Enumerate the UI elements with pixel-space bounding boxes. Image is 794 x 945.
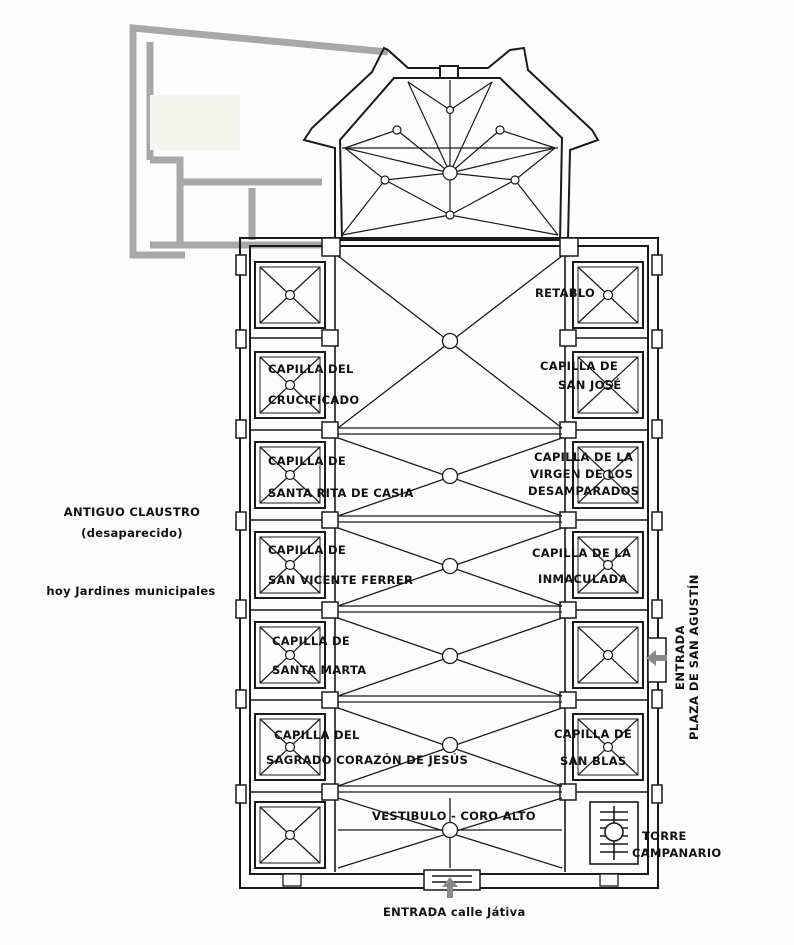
chapel-san-blas-label-1: CAPILLA DE — [554, 727, 633, 741]
apse-vault-ribs — [341, 80, 559, 236]
side-entrance-arrow-icon — [646, 650, 667, 666]
side-entrance-label-2: PLAZA DE SAN AGUSTÍN — [687, 574, 701, 740]
chapel-crucificado-label-1: CAPILLA DEL — [268, 362, 354, 376]
nave-piers — [321, 237, 579, 801]
tower-label-2: CAMPANARIO — [632, 846, 722, 860]
buttresses — [235, 254, 663, 804]
cloister-faded-area — [150, 95, 240, 150]
old-cloister-outline — [129, 24, 389, 259]
retablo-label: RETABLO — [535, 286, 596, 300]
side-entrance-label-1: ENTRADA — [673, 624, 687, 690]
chapel-san-blas-label-2: SAN BLAS — [560, 754, 627, 768]
main-entrance-arrow-icon — [442, 877, 458, 898]
chapel-san-vicente-label-2: SAN VICENTE FERRER — [268, 573, 414, 587]
chapel-desamparados-label-1: CAPILLA DE LA — [534, 450, 634, 464]
main-entrance-label: ENTRADA calle Játiva — [383, 905, 526, 919]
chapel-inmaculada-label-2: INMACULADA — [538, 572, 628, 586]
chapel-san-jose-label-1: CAPILLA DE — [540, 359, 619, 373]
vestibule-label: VESTIBULO - CORO ALTO — [372, 809, 536, 823]
chapel-desamparados-label-3: DESAMPARADOS — [528, 484, 640, 498]
bell-tower — [589, 801, 639, 865]
chapel-san-jose-label-2: SAN JOSÉ — [558, 378, 622, 392]
chapel-santa-rita-label-1: CAPILLA DE — [268, 454, 347, 468]
chapel-partitions — [250, 248, 648, 872]
chapel-santa-marta-label-1: CAPILLA DE — [272, 634, 351, 648]
nave-vaults — [337, 255, 563, 869]
chapel-santa-marta-label-2: SANTA MARTA — [272, 663, 367, 677]
tower-label-1: TORRE — [642, 829, 687, 843]
chapel-san-vicente-label-1: CAPILLA DE — [268, 543, 347, 557]
chapel-desamparados-label-2: VIRGEN DE LOS — [530, 467, 634, 481]
chapel-inmaculada-label-1: CAPILLA DE LA — [532, 546, 632, 560]
chapel-sagrado-corazon-label-2: SAGRADO CORAZÓN DE JESÚS — [266, 753, 469, 767]
chapel-sagrado-corazon-label-1: CAPILLA DEL — [274, 728, 360, 742]
chapel-santa-rita-label-2: SANTA RITA DE CASIA — [268, 486, 414, 500]
cloister-title: ANTIGUO CLAUSTRO — [63, 505, 201, 519]
cloister-gardens-note: hoy Jardines municipales — [46, 584, 216, 598]
column-bases — [282, 873, 619, 887]
cloister-subtitle: (desaparecido) — [81, 526, 183, 540]
chapel-crucificado-label-2: CRUCIFICADO — [268, 393, 360, 407]
